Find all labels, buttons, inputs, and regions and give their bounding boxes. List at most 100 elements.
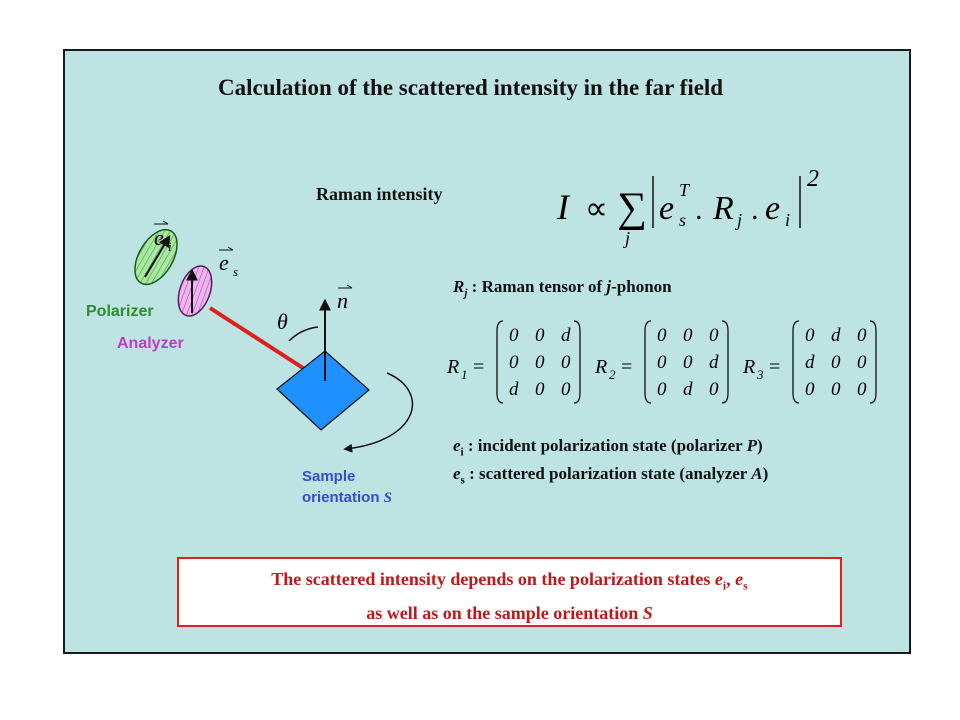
matrix-cell: 0 bbox=[683, 352, 693, 373]
es-vector-label: e bbox=[219, 250, 229, 275]
matrix-cell: 0 bbox=[535, 352, 545, 373]
matrix-cell: 0 bbox=[805, 379, 815, 400]
raman-intensity-label: Raman intensity bbox=[316, 184, 443, 204]
formula-tensor-symbol: R bbox=[712, 190, 734, 227]
ei-symbol: e bbox=[453, 436, 461, 455]
ei-vector-sub: i bbox=[168, 239, 172, 254]
matrix-equals: = bbox=[621, 356, 632, 378]
incident-beam bbox=[208, 306, 322, 381]
conclusion-line1: The scattered intensity depends on the p… bbox=[179, 566, 840, 600]
matrix-equals: = bbox=[473, 356, 484, 378]
matrix-cell: d bbox=[683, 379, 693, 400]
matrix-cell: 0 bbox=[831, 352, 841, 373]
matrix-name: R bbox=[446, 356, 459, 378]
formula-ei-symbol: e bbox=[765, 190, 780, 227]
formula-sum-index: j bbox=[623, 228, 630, 248]
matrix-cell: 0 bbox=[831, 379, 841, 400]
matrix-cell: 0 bbox=[561, 379, 571, 400]
matrix-right-bracket bbox=[721, 320, 729, 404]
theta-label: θ bbox=[277, 309, 288, 334]
matrix-name-sub: 1 bbox=[461, 367, 468, 382]
matrix-cell: d bbox=[805, 352, 815, 373]
conclusion-line2-var: S bbox=[642, 602, 653, 623]
matrix-cell: d bbox=[709, 352, 719, 373]
matrix-cell: d bbox=[509, 379, 519, 400]
tensor-def-text-j: j bbox=[606, 277, 612, 296]
ei-symbol-sub: i bbox=[460, 446, 464, 459]
analyzer-ellipse bbox=[177, 265, 213, 317]
es-def-close: ) bbox=[762, 464, 769, 483]
scattering-geometry-diagram: e i e s n θ bbox=[134, 220, 413, 453]
matrix-cell: d bbox=[561, 325, 571, 346]
matrix-cell: 0 bbox=[805, 325, 815, 346]
es-symbol: e bbox=[453, 464, 461, 483]
es-def-text: : scattered polarization state (analyzer bbox=[464, 464, 752, 483]
tensor-def-text-prefix: : Raman tensor of bbox=[467, 277, 607, 296]
ei-def-text: : incident polarization state (polarizer bbox=[463, 436, 747, 455]
slide-title: Calculation of the scattered intensity i… bbox=[218, 75, 724, 100]
sample-label-var: S bbox=[383, 490, 393, 506]
ei-vector-label: e bbox=[154, 225, 164, 250]
tensor-symbol: R bbox=[453, 277, 465, 296]
matrix-cell: 0 bbox=[857, 352, 867, 373]
sample-label-line2: orientation S bbox=[302, 487, 392, 509]
matrix-cell: 0 bbox=[509, 325, 519, 346]
formula-tensor-sub: j bbox=[735, 210, 742, 230]
matrix-cell: 0 bbox=[857, 325, 867, 346]
conclusion-e2-sub: s bbox=[743, 579, 748, 593]
tensor-symbol-sub: j bbox=[464, 287, 468, 300]
formula-ei-sub: i bbox=[785, 210, 790, 230]
conclusion-line2-text: as well as on the sample orientation bbox=[366, 602, 643, 623]
conclusion-line2: as well as on the sample orientation S bbox=[179, 600, 840, 626]
matrix-cell: 0 bbox=[709, 325, 719, 346]
matrix-name-sub: 3 bbox=[756, 367, 764, 382]
rotation-arrow bbox=[343, 372, 413, 453]
sample-plate bbox=[276, 350, 370, 431]
incident-polarization-definition: ei : incident polarization state (polari… bbox=[453, 436, 763, 458]
analyzer-label: Analyzer bbox=[117, 335, 184, 352]
conclusion-sep: , bbox=[726, 569, 736, 589]
sample-label-line2-text: orientation bbox=[302, 489, 384, 506]
matrix-cell: 0 bbox=[857, 379, 867, 400]
matrix-name: R bbox=[594, 356, 607, 378]
matrix-cell: 0 bbox=[509, 352, 519, 373]
tensor-def-text-suffix: -phonon bbox=[611, 277, 672, 296]
ei-def-var: P bbox=[746, 436, 757, 455]
matrix-cell: 0 bbox=[657, 325, 667, 346]
matrix-right-bracket bbox=[573, 320, 581, 404]
matrix-left-bracket bbox=[644, 320, 652, 404]
es-def-var: A bbox=[751, 464, 763, 483]
es-symbol-sub: s bbox=[460, 474, 465, 487]
matrix-cell: 0 bbox=[657, 379, 667, 400]
sample-orientation-label: Sample orientation S bbox=[302, 466, 392, 509]
conclusion-box: The scattered intensity depends on the p… bbox=[177, 557, 842, 627]
polarizer-vector-arrow bbox=[144, 234, 171, 278]
conclusion-e1: e bbox=[714, 569, 723, 589]
conclusion-line1-text: The scattered intensity depends on the p… bbox=[271, 569, 715, 589]
raman-intensity-formula: I ∝ ∑ j e T s . R j . e i 2 bbox=[556, 166, 819, 248]
matrix-name: R bbox=[742, 356, 755, 378]
normal-vector-label: n bbox=[337, 288, 348, 313]
matrix-right-bracket bbox=[869, 320, 877, 404]
raman-tensor-definition: Rj : Raman tensor of j-phonon bbox=[453, 277, 672, 299]
matrix-cell: 0 bbox=[683, 325, 693, 346]
matrix-cell: 0 bbox=[561, 352, 571, 373]
conclusion-e2: e bbox=[735, 569, 744, 589]
matrix-cell: d bbox=[831, 325, 841, 346]
formula-dot-2: . bbox=[751, 193, 759, 226]
matrix-cell: 0 bbox=[535, 325, 545, 346]
formula-proportional-symbol: ∝ bbox=[585, 190, 608, 226]
formula-es-sub: s bbox=[679, 210, 686, 230]
ei-def-close: ) bbox=[757, 436, 763, 455]
theta-arc bbox=[288, 326, 319, 342]
sample-label-line1: Sample bbox=[302, 468, 356, 485]
formula-intensity-symbol: I bbox=[556, 187, 571, 227]
matrix-name-sub: 2 bbox=[609, 367, 616, 382]
slide-background: Calculation of the scattered intensity i… bbox=[63, 49, 911, 654]
matrix-left-bracket bbox=[792, 320, 800, 404]
matrix-cell: 0 bbox=[657, 352, 667, 373]
